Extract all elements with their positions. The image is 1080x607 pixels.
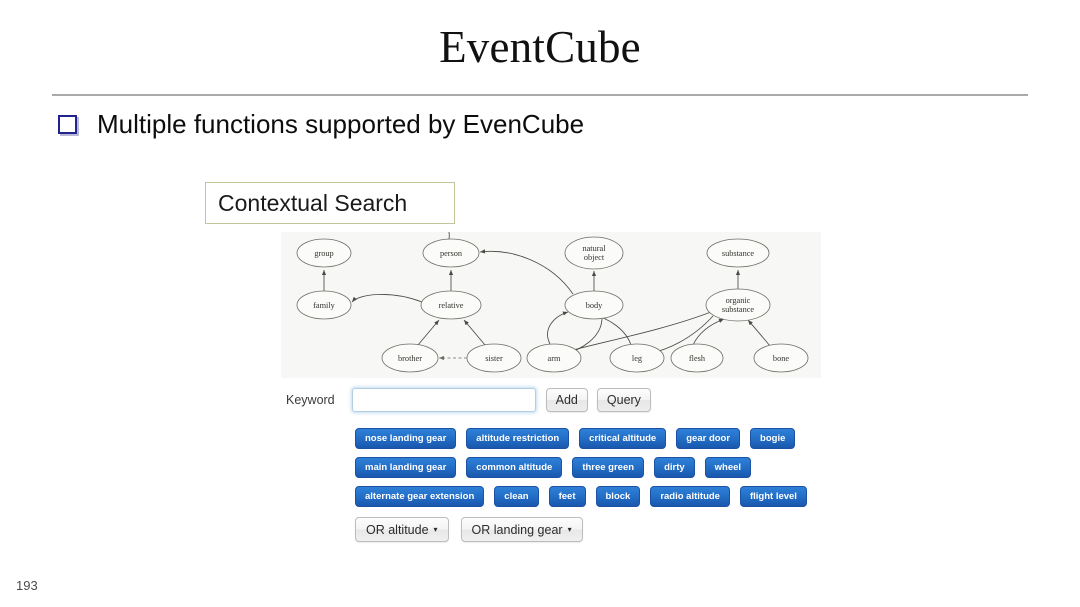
or-landing-gear-label: OR landing gear (471, 522, 563, 537)
graph-node-label: substance (722, 249, 755, 258)
ontology-graph-panel: group family person relative brother sis… (281, 232, 821, 378)
tag-row: main landing gear common altitude three … (355, 457, 835, 478)
tag-button[interactable]: bogie (750, 428, 796, 449)
graph-node-sister: sister (466, 343, 522, 373)
contextual-search-label: Contextual Search (218, 190, 408, 216)
tag-button[interactable]: common altitude (466, 457, 563, 478)
svg-text:organic: organic (726, 296, 751, 305)
tag-button[interactable]: altitude restriction (466, 428, 570, 449)
graph-node-family: family (296, 290, 352, 320)
graph-node-brother: brother (381, 343, 439, 373)
graph-node-label: body (586, 301, 603, 310)
tag-button[interactable]: critical altitude (579, 428, 667, 449)
tag-button[interactable]: flight level (739, 486, 807, 507)
graph-node-label: group (314, 249, 333, 258)
tag-button[interactable]: clean (494, 486, 539, 507)
bullet-item-label: Multiple functions supported by EvenCube (97, 109, 585, 139)
ontology-graph: group family person relative brother sis… (296, 232, 809, 373)
graph-node-organic-substance: organic substance (705, 288, 771, 322)
svg-text:natural: natural (582, 244, 606, 253)
tag-button[interactable]: wheel (704, 457, 752, 478)
tag-button[interactable]: dirty (654, 457, 695, 478)
add-button[interactable]: Add (545, 388, 588, 412)
graph-node-person: person (422, 238, 480, 268)
graph-node-label: arm (548, 354, 561, 363)
svg-text:substance: substance (722, 305, 755, 314)
graph-node-label: brother (398, 354, 422, 363)
tag-button[interactable]: block (595, 486, 641, 507)
graph-node-natural-object: natural object (564, 236, 624, 270)
graph-node-label: person (440, 249, 463, 258)
svg-text:object: object (584, 253, 605, 262)
graph-node-leg: leg (609, 343, 665, 373)
keyword-input-wrapper[interactable] (351, 388, 536, 412)
tag-button[interactable]: main landing gear (355, 457, 457, 478)
keyword-search-bar: Keyword Add Query (286, 388, 660, 412)
graph-node-label: flesh (689, 354, 706, 363)
page-title: EventCube (439, 22, 641, 72)
graph-node-label: relative (439, 301, 464, 310)
graph-node-body: body (564, 290, 624, 320)
hollow-square-bullet-icon (58, 114, 77, 134)
contextual-search-callout: Contextual Search (205, 182, 455, 224)
tag-row: alternate gear extension clean feet bloc… (355, 486, 835, 507)
keyword-tag-list: nose landing gear altitude restriction c… (355, 428, 835, 515)
or-altitude-label: OR altitude (366, 522, 429, 537)
graph-node-label: sister (485, 354, 503, 363)
graph-node-arm: arm (526, 343, 582, 373)
page-number: 193 (16, 578, 38, 593)
keyword-label: Keyword (286, 393, 335, 407)
tag-row: nose landing gear altitude restriction c… (355, 428, 835, 449)
chevron-down-icon: ▾ (433, 524, 438, 534)
graph-node-relative: relative (420, 290, 482, 320)
graph-node-label: leg (632, 354, 642, 363)
graph-node-substance: substance (706, 238, 770, 268)
graph-edges (321, 249, 771, 361)
query-button[interactable]: Query (596, 388, 651, 412)
chevron-down-icon: ▾ (567, 524, 572, 534)
or-altitude-dropdown[interactable]: OR altitude ▾ (355, 517, 449, 542)
graph-node-flesh: flesh (670, 343, 724, 373)
graph-node-group: group (296, 238, 352, 268)
graph-node-bone: bone (753, 343, 809, 373)
tag-button[interactable]: alternate gear extension (355, 486, 485, 507)
title-divider (52, 94, 1028, 96)
graph-node-label: family (313, 301, 336, 310)
tag-button[interactable]: nose landing gear (355, 428, 457, 449)
graph-nodes: group family person relative brother sis… (296, 236, 809, 373)
tag-button[interactable]: feet (548, 486, 586, 507)
tag-button[interactable]: radio altitude (650, 486, 730, 507)
or-landing-gear-dropdown[interactable]: OR landing gear ▾ (460, 517, 583, 542)
boolean-operator-dropdowns: OR altitude ▾ OR landing gear ▾ (355, 517, 595, 542)
graph-node-label: bone (773, 354, 789, 363)
bullet-item: Multiple functions supported by EvenCube (58, 108, 584, 140)
keyword-input[interactable] (352, 390, 535, 410)
tag-button[interactable]: gear door (676, 428, 741, 449)
tag-button[interactable]: three green (572, 457, 645, 478)
